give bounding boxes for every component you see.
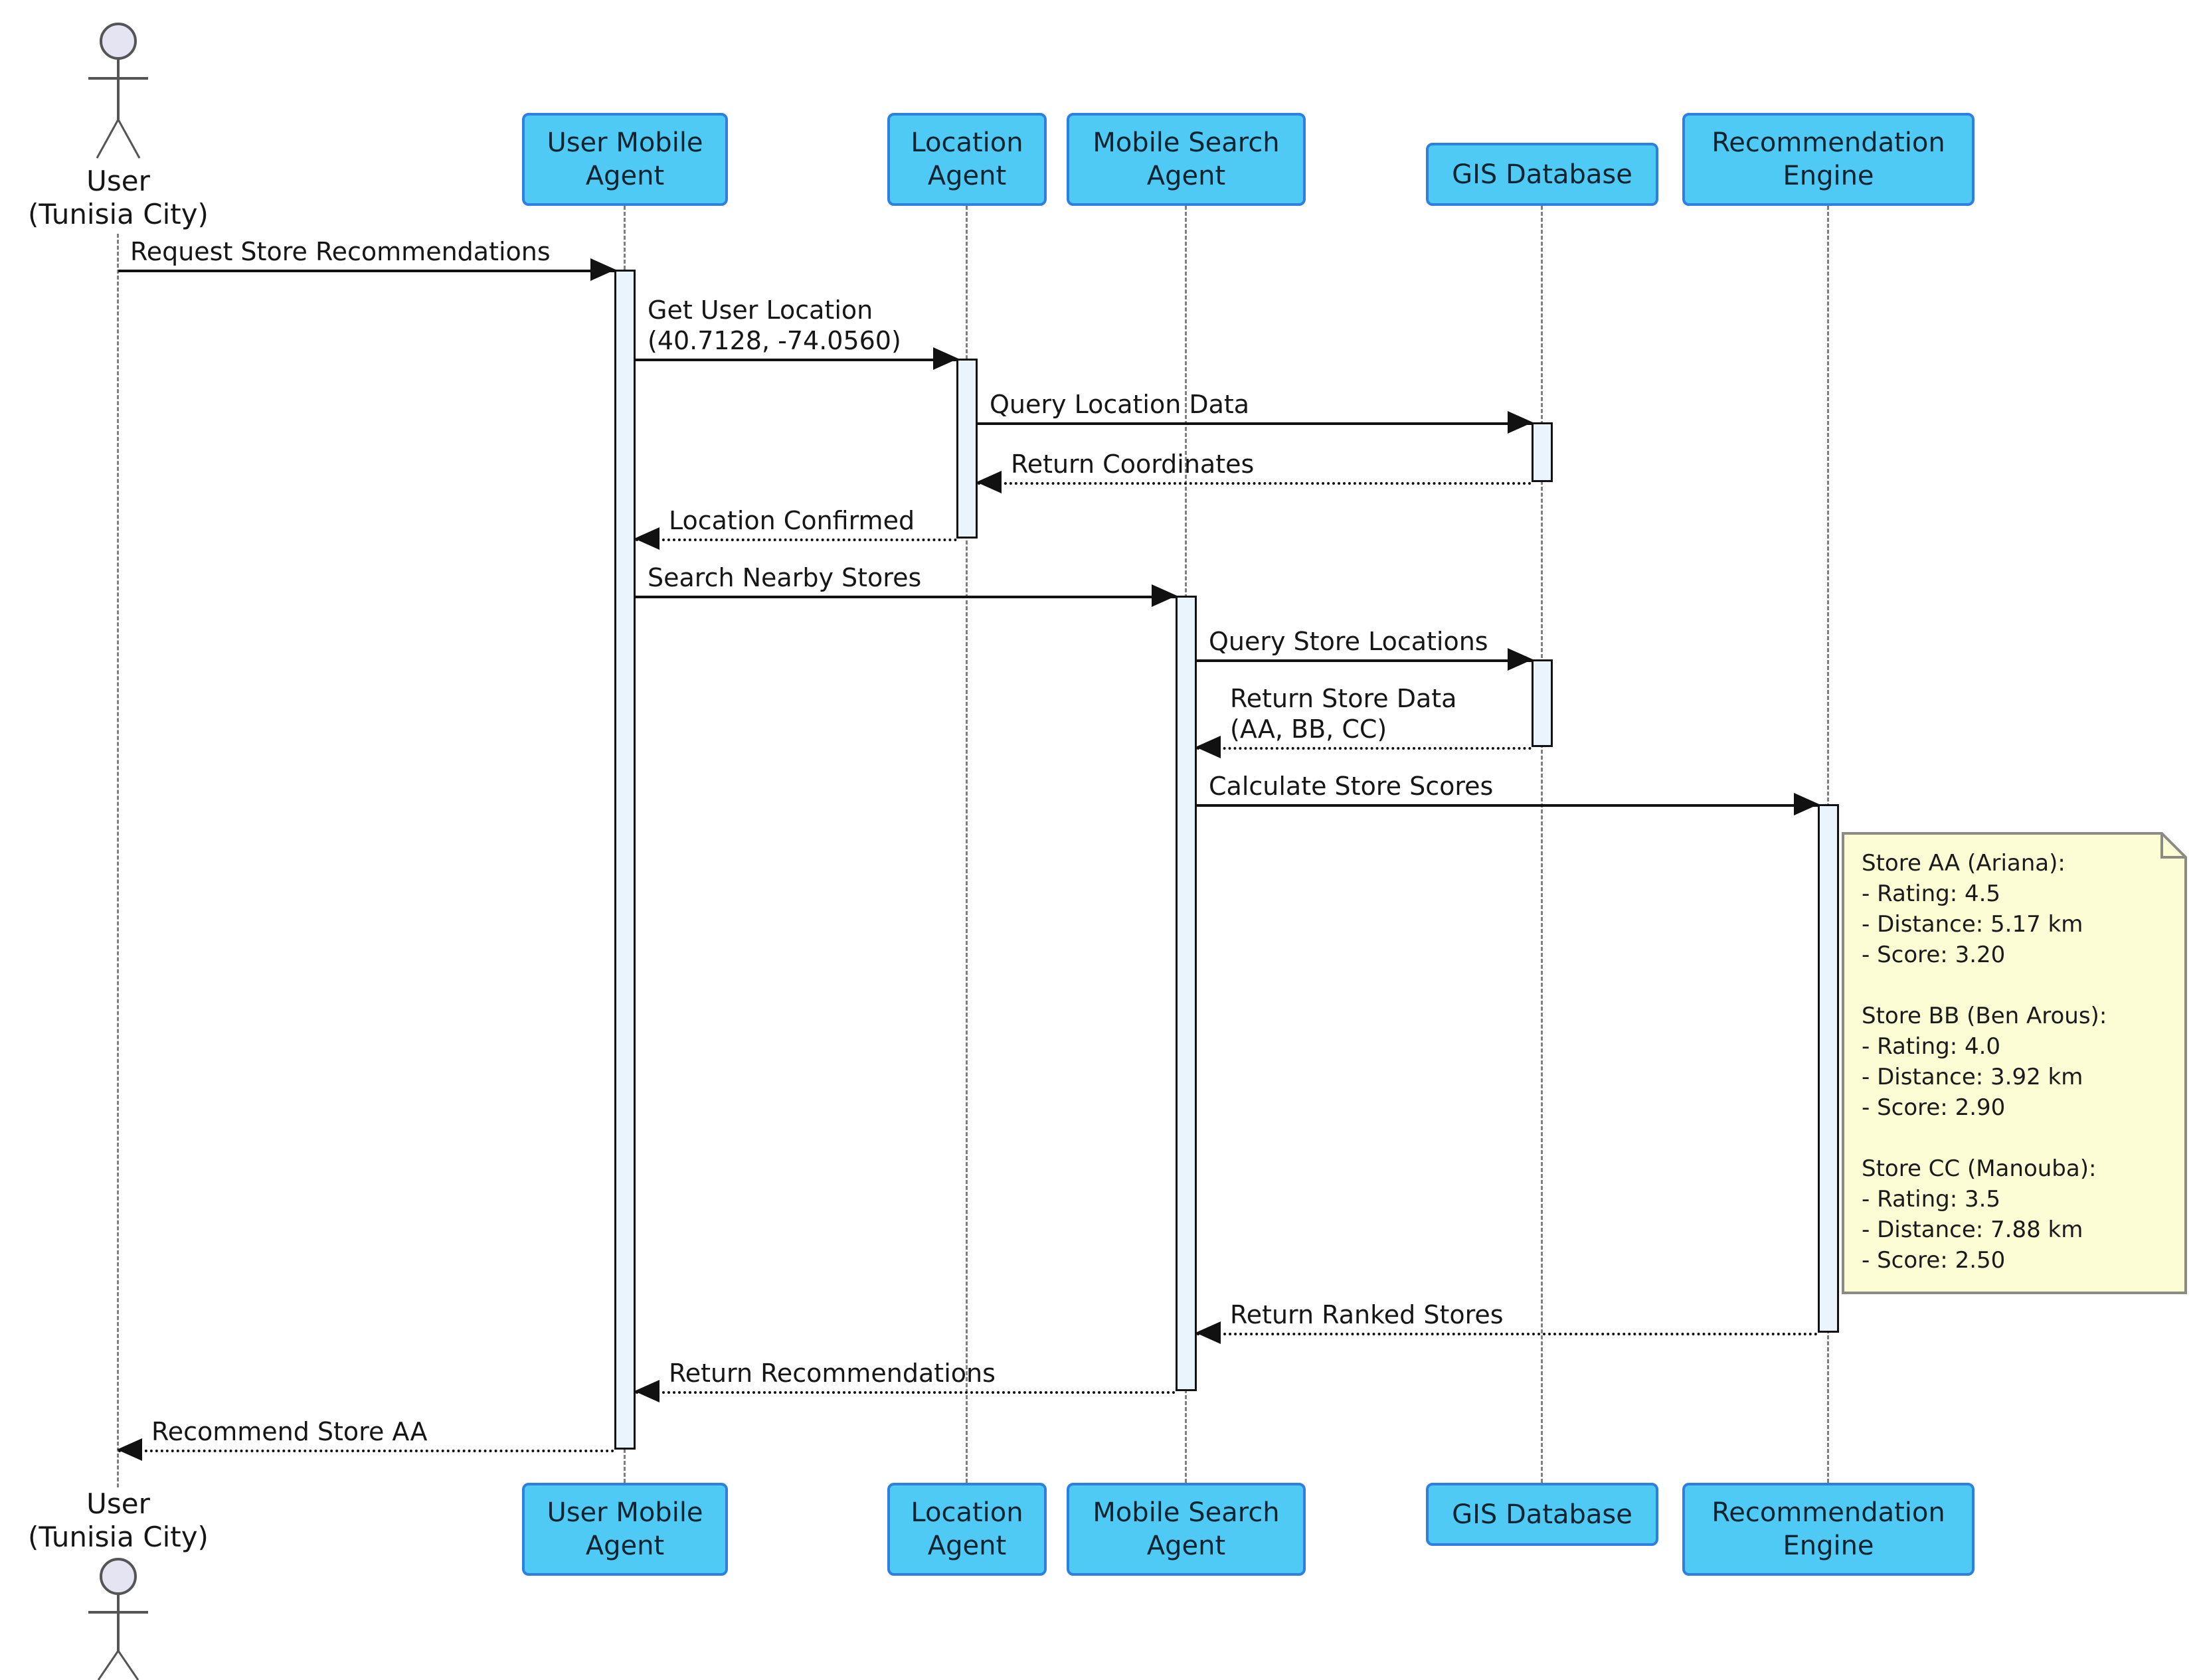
note-line: - Rating: 3.5 <box>1862 1186 2001 1213</box>
actor-location-bottom: (Tunisia City) <box>28 1521 209 1553</box>
participant-label: Mobile Search Agent <box>1093 127 1280 191</box>
actor-icon-top <box>88 23 148 159</box>
note-line: Store CC (Manouba): <box>1862 1155 2097 1182</box>
participant-gis-database-bottom: GIS Database <box>1426 1483 1658 1546</box>
message-label: Return Store Data (AA, BB, CC) <box>1230 684 1457 744</box>
participant-label: Location Agent <box>911 127 1023 191</box>
note-line: - Score: 2.50 <box>1862 1247 2006 1274</box>
message-location-confirmed: Location Confirmed <box>634 506 957 550</box>
note-line: - Distance: 3.92 km <box>1862 1064 2083 1090</box>
activation-gis-database-2 <box>1532 659 1553 747</box>
message-calculate-store-scores: Calculate Store Scores <box>1197 772 1819 815</box>
participant-label: GIS Database <box>1452 159 1632 190</box>
message-label: Get User Location (40.7128, -74.0560) <box>648 295 901 355</box>
participant-label: Recommendation Engine <box>1712 1497 1945 1561</box>
participant-recommendation-engine-top: Recommendation Engine <box>1682 113 1975 206</box>
note-text: Store AA (Ariana): - Rating: 4.5 - Dista… <box>1842 832 2187 1294</box>
activation-recommendation-engine <box>1818 804 1839 1333</box>
note-line: - Rating: 4.0 <box>1862 1033 2001 1060</box>
participant-label: Recommendation Engine <box>1712 127 1945 191</box>
message-label: Request Store Recommendations <box>130 237 551 266</box>
participant-recommendation-engine-bottom: Recommendation Engine <box>1682 1483 1975 1576</box>
participant-label: User Mobile Agent <box>547 127 703 191</box>
note-line <box>1862 970 2174 1001</box>
message-label: Query Store Locations <box>1209 627 1488 656</box>
message-query-location-data: Query Location Data <box>978 390 1533 434</box>
participant-location-agent-top: Location Agent <box>887 113 1047 206</box>
participant-user-mobile-agent-top: User Mobile Agent <box>522 113 728 206</box>
activation-gis-database-1 <box>1532 422 1553 482</box>
participant-label: Location Agent <box>911 1497 1023 1561</box>
participant-mobile-search-agent-top: Mobile Search Agent <box>1067 113 1306 206</box>
message-label: Return Recommendations <box>669 1359 996 1388</box>
participant-label: Mobile Search Agent <box>1093 1497 1280 1561</box>
message-label: Return Coordinates <box>1011 450 1255 479</box>
message-label: Recommend Store AA <box>151 1417 428 1446</box>
note-line: - Distance: 5.17 km <box>1862 911 2083 938</box>
activation-mobile-search-agent <box>1176 596 1197 1391</box>
note-background <box>1842 832 2187 1294</box>
message-label: Query Location Data <box>990 390 1250 419</box>
actor-location-top: (Tunisia City) <box>28 198 209 230</box>
note-line: - Distance: 7.88 km <box>1862 1217 2083 1243</box>
note-line: Store AA (Ariana): <box>1862 850 2065 877</box>
message-label: Return Ranked Stores <box>1230 1300 1504 1329</box>
participant-gis-database-top: GIS Database <box>1426 143 1658 206</box>
message-return-coordinates: Return Coordinates <box>976 450 1532 493</box>
actor-name-top: User <box>86 165 150 197</box>
participant-label: GIS Database <box>1452 1499 1632 1530</box>
lifeline-user <box>117 234 119 1487</box>
participant-user-mobile-agent-bottom: User Mobile Agent <box>522 1483 728 1576</box>
message-request-store-recommendations: Request Store Recommendations <box>118 237 616 281</box>
participant-location-agent-bottom: Location Agent <box>887 1483 1047 1576</box>
lifeline-location-agent <box>966 206 968 1483</box>
note-line: - Score: 2.90 <box>1862 1094 2006 1121</box>
message-return-recommendations: Return Recommendations <box>634 1359 1176 1402</box>
message-query-store-locations: Query Store Locations <box>1197 627 1533 671</box>
actor-icon-bottom <box>88 1558 148 1680</box>
message-return-ranked-stores: Return Ranked Stores <box>1195 1300 1818 1344</box>
message-label: Calculate Store Scores <box>1209 772 1494 801</box>
lifeline-gis-database <box>1541 206 1543 1483</box>
note-line <box>1862 1123 2174 1153</box>
message-recommend-store-aa: Recommend Store AA <box>117 1417 614 1461</box>
message-label: Location Confirmed <box>669 506 915 535</box>
activation-user-mobile-agent <box>614 270 636 1450</box>
activation-location-agent <box>956 359 978 539</box>
actor-name-bottom: User <box>86 1487 150 1520</box>
message-get-user-location: Get User Location (40.7128, -74.0560) <box>636 295 958 370</box>
note-line: - Rating: 4.5 <box>1862 881 2001 907</box>
message-search-nearby-stores: Search Nearby Stores <box>636 563 1177 607</box>
participant-label: User Mobile Agent <box>547 1497 703 1561</box>
message-return-store-data: Return Store Data (AA, BB, CC) <box>1195 684 1532 758</box>
participant-mobile-search-agent-bottom: Mobile Search Agent <box>1067 1483 1306 1576</box>
note-line: - Score: 3.20 <box>1862 942 2006 968</box>
message-label: Search Nearby Stores <box>648 563 922 592</box>
note-line: Store BB (Ben Arous): <box>1862 1003 2107 1029</box>
note-store-scores: Store AA (Ariana): - Rating: 4.5 - Dista… <box>1842 832 2187 1294</box>
